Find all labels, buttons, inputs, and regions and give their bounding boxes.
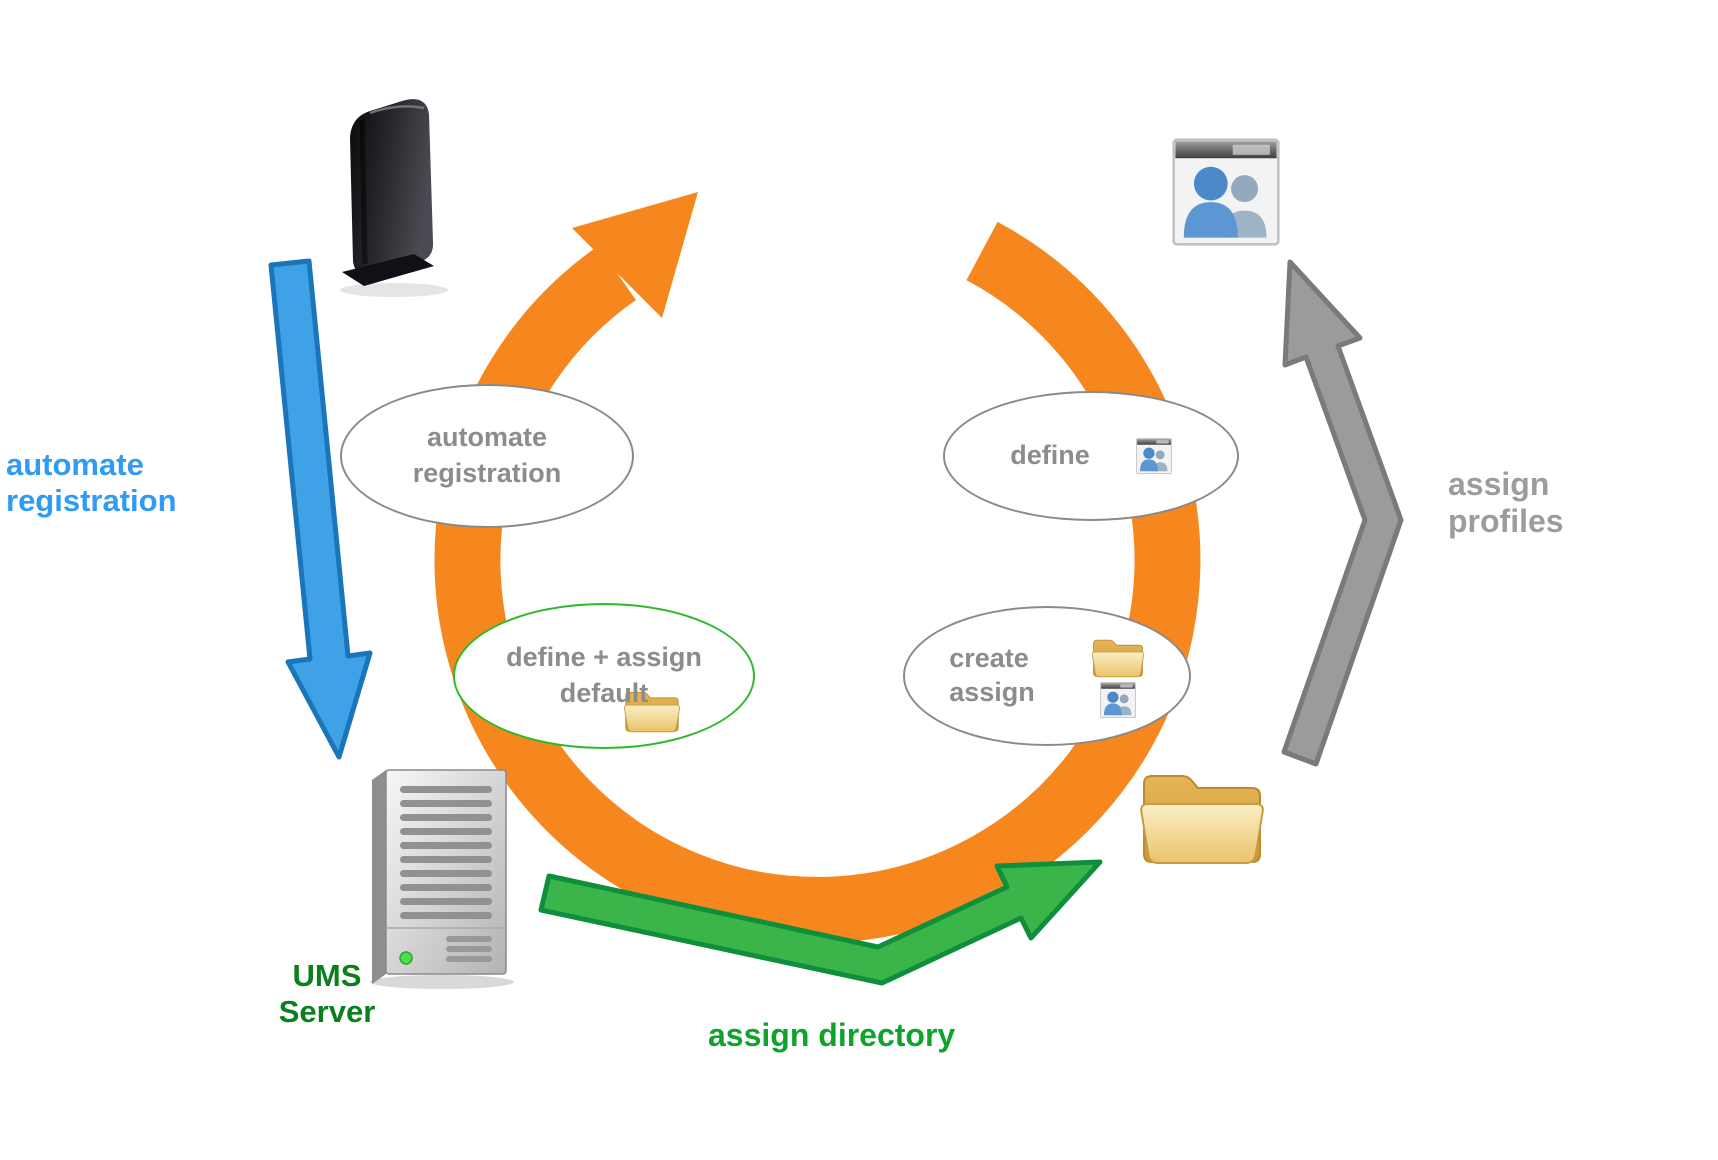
- thin-client-body: [350, 99, 434, 276]
- thin-client-icon: [340, 99, 448, 297]
- ums-server-label: UMS Server: [247, 958, 407, 1030]
- bubble-create-line1: create: [949, 643, 1029, 674]
- thin-client-shadow: [340, 283, 448, 297]
- ums-server-icon: [370, 769, 514, 989]
- assign-profiles-label-line2: profiles: [1448, 503, 1564, 540]
- automate-registration-label-line1: automate: [6, 447, 144, 482]
- server-side: [372, 770, 386, 984]
- server-shadow: [370, 975, 514, 989]
- folder-mini-icon: [1091, 639, 1144, 677]
- server-led: [399, 951, 413, 965]
- ums-server-label-line1: UMS: [292, 958, 362, 993]
- assign-profiles-label: assign profiles: [1448, 466, 1564, 540]
- server-vents: [400, 786, 492, 919]
- automate-registration-label: automate registration: [6, 447, 177, 519]
- user-profiles-mini-icon: [1099, 681, 1136, 718]
- bubble-define-assign-default: define + assign default: [453, 603, 755, 749]
- ums-server-label-line2: Server: [278, 993, 376, 1029]
- assign-profiles-label-line1: assign: [1448, 466, 1550, 502]
- cycle-arrow-orange: [434, 192, 1201, 943]
- cycle-arrowhead: [572, 192, 698, 318]
- cycle-arc: [434, 221, 1201, 943]
- user-profiles-mini-icon: [1135, 438, 1172, 474]
- automate-registration-arrow: [268, 258, 373, 760]
- bubble-define-text: define: [1010, 440, 1090, 471]
- bubble-define: define: [943, 391, 1239, 521]
- thin-client-stand: [342, 254, 434, 286]
- bubble-default-line1: define + assign: [506, 642, 702, 673]
- assign-profiles-arrow: [1281, 259, 1404, 767]
- bubble-create-assign: create assign: [903, 606, 1191, 746]
- bubble-automate-registration: automate registration: [340, 384, 634, 528]
- thin-client-highlight: [369, 105, 425, 115]
- assign-directory-label: assign directory: [708, 1017, 956, 1053]
- bubble-create-line2: assign: [949, 677, 1035, 707]
- automate-registration-label-line2: registration: [6, 482, 177, 518]
- bubble-automate-line1: automate: [426, 422, 548, 453]
- directory-folder-icon: [1140, 775, 1264, 864]
- bubble-automate-line2: registration: [412, 458, 562, 488]
- bubble-default-line2: default: [559, 678, 649, 708]
- assign-directory-arrow: [538, 859, 1103, 986]
- server-bottom-vents: [446, 936, 492, 962]
- user-profiles-icon: [1172, 138, 1280, 246]
- thin-client-edge: [359, 119, 368, 265]
